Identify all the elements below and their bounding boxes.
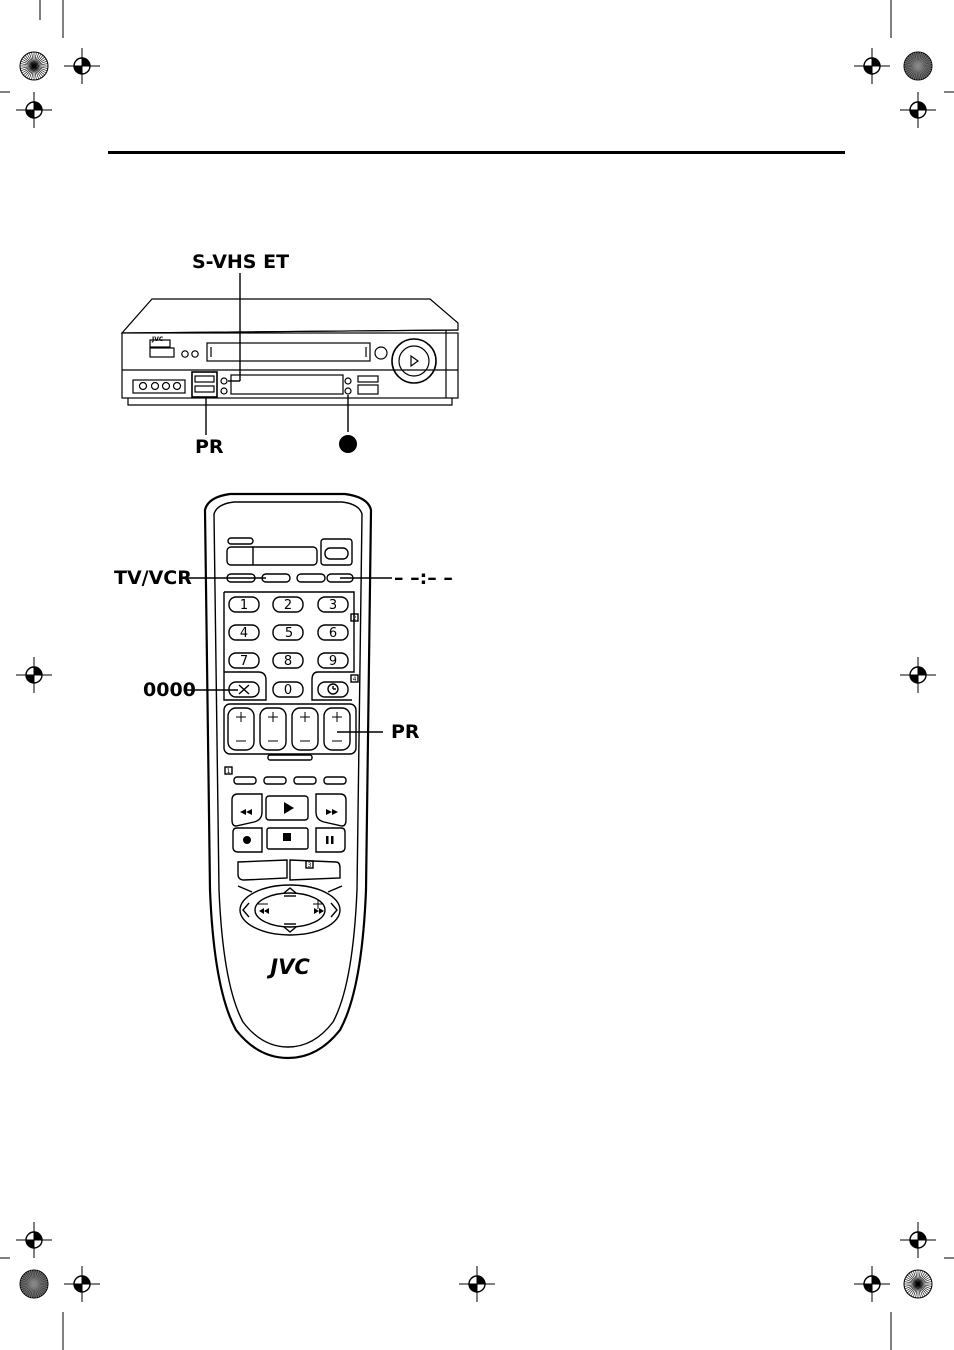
box-label-4: 4 [353,676,357,683]
callout-svhs-et: S-VHS ET [192,253,289,272]
key-1: 1 [240,598,248,613]
key-0: 0 [284,683,292,698]
box-label-1: 1 [227,768,231,775]
key-8: 8 [284,654,292,669]
box-label-3: 3 [308,862,312,869]
key-6: 6 [329,626,337,641]
callout-vcr-pr: PR [195,438,224,457]
callout-time-display: – –:– – [394,569,453,588]
key-3: 3 [329,598,337,613]
callout-remote-pr: PR [391,723,420,742]
key-5: 5 [285,626,293,641]
key-2: 2 [284,598,292,613]
key-4: 4 [240,626,248,641]
callout-zeros: 0000 [143,681,196,700]
box-label-2: 2 [353,615,357,622]
remote-brand-logo: JVC [266,955,310,979]
callout-tv-vcr: TV/VCR [114,569,192,588]
key-9: 9 [329,654,337,669]
key-7: 7 [240,654,248,669]
